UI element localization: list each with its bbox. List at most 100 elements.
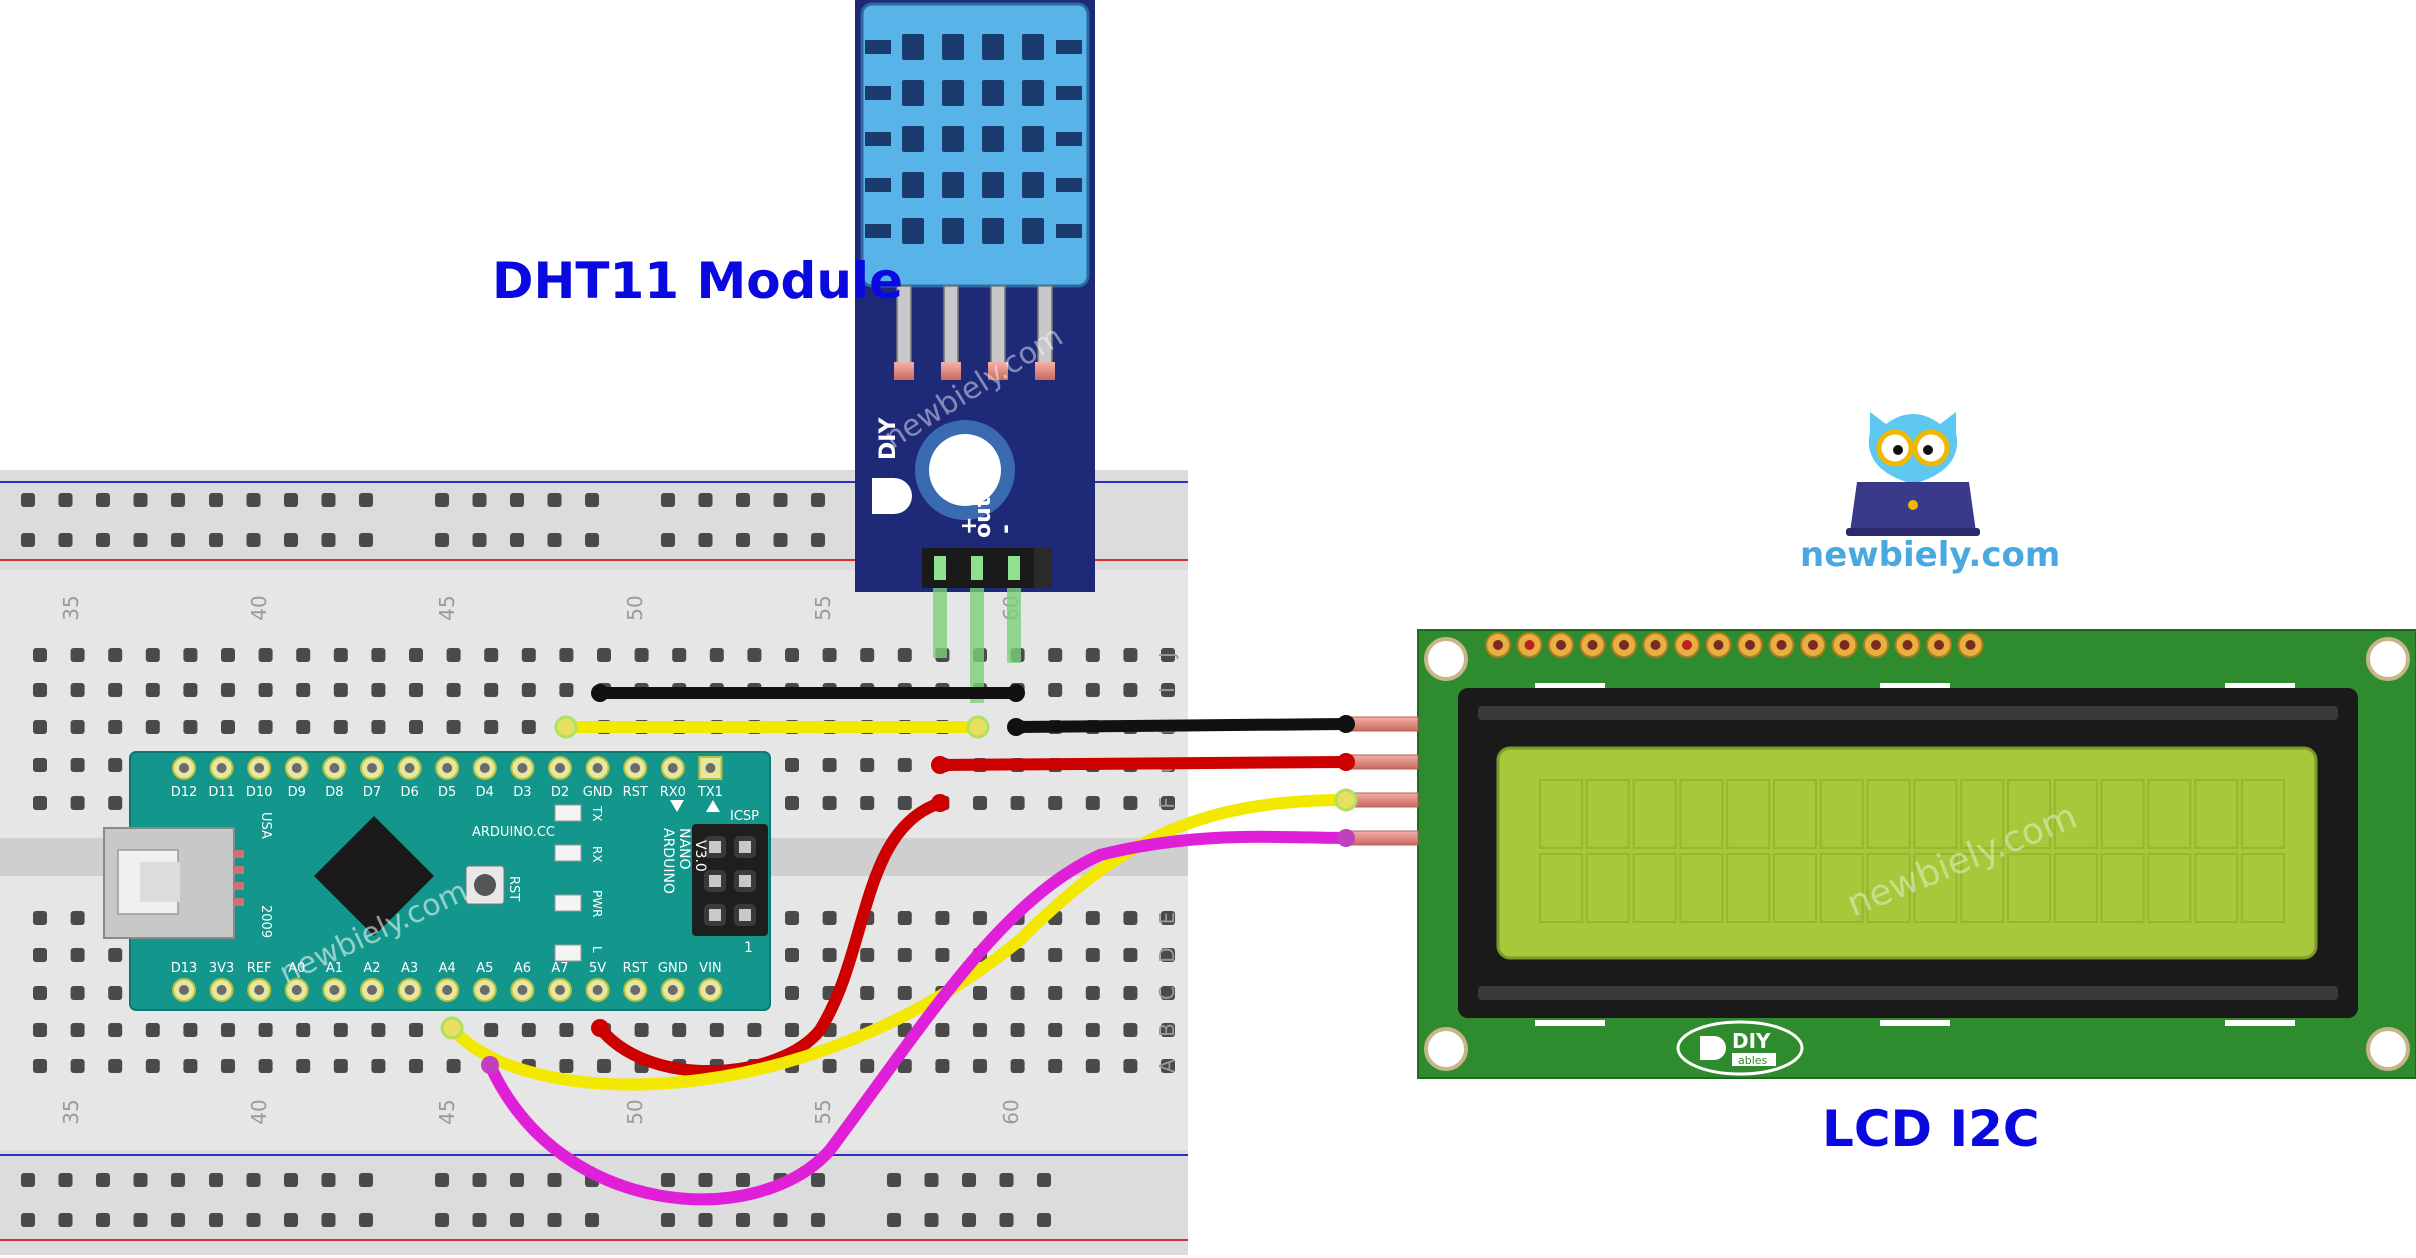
terminal-hole xyxy=(70,1059,85,1073)
lcd-character-cells xyxy=(1539,779,2285,923)
lcd-i2c-title: LCD I2C xyxy=(1822,1100,2040,1158)
rail-hole xyxy=(359,493,373,507)
terminal-hole xyxy=(221,720,235,734)
arduino-nano-board: USA 2009 ARDUINO.CC RST ARDUINO NANO V3.… xyxy=(103,751,771,1011)
nano-pin-hole xyxy=(291,985,302,995)
terminal-hole xyxy=(296,648,311,662)
terminal-hole xyxy=(33,948,47,962)
grille-hole xyxy=(1022,34,1044,60)
terminal-hole xyxy=(521,720,536,734)
dht-lead-out xyxy=(970,588,984,703)
nano-top-pin-label: D12 xyxy=(171,785,198,800)
terminal-hole xyxy=(409,683,423,697)
rail-hole xyxy=(736,493,750,507)
terminal-hole xyxy=(296,1023,311,1037)
lcd-mount-hole xyxy=(2366,1027,2410,1071)
rail-hole xyxy=(736,1213,750,1227)
lcd-top-pin-hole xyxy=(1524,640,1535,650)
terminal-hole xyxy=(1048,1059,1063,1073)
rail-hole xyxy=(547,533,562,547)
rail-hole xyxy=(547,1213,562,1227)
rail-hole xyxy=(321,533,336,547)
terminal-hole xyxy=(1161,1059,1175,1073)
newbiely-owl-logo-icon xyxy=(1846,412,1980,536)
rail-hole xyxy=(133,1173,148,1187)
terminal-hole xyxy=(70,758,85,772)
nano-pin-hole xyxy=(705,985,716,995)
smd-part xyxy=(234,850,244,858)
nano-pin-hole xyxy=(592,985,603,995)
rail-hole xyxy=(472,493,487,507)
wire-black-lcd-gnd xyxy=(1010,718,1352,733)
rail-hole xyxy=(510,533,524,547)
nano-pin-hole xyxy=(479,985,490,995)
nano-top-pin-label: D5 xyxy=(438,785,456,800)
dht-maker-logo-icon: DIY xyxy=(872,417,912,514)
rail-hole xyxy=(472,533,487,547)
grille-hole xyxy=(982,126,1004,152)
terminal-hole xyxy=(860,1059,875,1073)
lcd-character-cell xyxy=(1819,779,1864,849)
terminal-hole xyxy=(672,1023,687,1037)
grille-hole xyxy=(1022,126,1044,152)
microcontroller-chip-icon xyxy=(314,816,434,936)
row-letter-label: E xyxy=(1155,912,1179,925)
nano-pin-hole xyxy=(329,763,340,773)
nano-pin-hole xyxy=(479,763,490,773)
wire-end xyxy=(1334,788,1358,812)
terminal-hole xyxy=(296,1059,311,1073)
terminal-hole xyxy=(409,1023,423,1037)
lcd-character-cell xyxy=(1726,779,1771,849)
column-number-label: 45 xyxy=(435,595,459,620)
lcd-character-cell xyxy=(2241,853,2285,923)
rail-hole xyxy=(472,1213,487,1227)
rail-hole xyxy=(661,1173,675,1187)
terminal-hole xyxy=(258,1023,273,1037)
nano-bottom-pin-label: VIN xyxy=(699,961,721,976)
rail-hole xyxy=(359,1213,373,1227)
nano-top-pin-label: D7 xyxy=(363,785,381,800)
terminal-hole xyxy=(33,648,47,662)
nano-pin-hole xyxy=(179,763,189,773)
rail-hole xyxy=(435,493,449,507)
terminal-hole xyxy=(145,1023,160,1037)
lcd-top-pin-hole xyxy=(1839,640,1850,650)
rail-hole xyxy=(547,1173,562,1187)
rail-hole xyxy=(698,493,713,507)
nano-top-pin-label: GND xyxy=(583,785,613,800)
terminal-hole xyxy=(1048,948,1063,962)
usa-label: USA xyxy=(258,812,273,839)
terminal-hole xyxy=(296,720,311,734)
nano-pin-hole xyxy=(216,985,227,995)
lcd-top-pin-hole xyxy=(1556,640,1566,650)
terminal-hole xyxy=(183,720,198,734)
nano-pin-labels: D12D13D113V3D10REFD9A0D8A1D7A2D6A3D5A4D4… xyxy=(171,785,723,976)
rail-hole xyxy=(321,1173,336,1187)
lcd-character-cell xyxy=(1960,779,2005,849)
model-line-3: V3.0 xyxy=(692,840,708,872)
terminal-hole xyxy=(1123,948,1138,962)
terminal-hole xyxy=(973,986,987,1000)
terminal-hole xyxy=(597,648,611,662)
triangle-up-icon xyxy=(706,800,720,812)
row-letter-label: A xyxy=(1155,1059,1179,1073)
terminal-hole xyxy=(371,683,386,697)
led-l-icon xyxy=(554,944,582,962)
terminal-hole xyxy=(860,758,875,772)
terminal-hole xyxy=(221,1059,235,1073)
grille-hole xyxy=(1022,80,1044,106)
rail-hole xyxy=(585,1213,599,1227)
rail-hole xyxy=(321,493,336,507)
rail-hole xyxy=(736,1173,750,1187)
lcd-top-pin-hole xyxy=(1650,640,1661,650)
nano-pin-hole xyxy=(179,985,189,995)
rail-hole xyxy=(209,1213,223,1227)
terminal-hole xyxy=(559,1059,574,1073)
svg-text:DIY: DIY xyxy=(1732,1029,1771,1053)
terminal-hole xyxy=(484,1023,499,1037)
grille-slot xyxy=(1056,178,1082,192)
nano-bottom-pin-label: REF xyxy=(247,961,272,976)
icsp-pin-metal xyxy=(739,909,751,921)
rail-hole xyxy=(435,1173,449,1187)
